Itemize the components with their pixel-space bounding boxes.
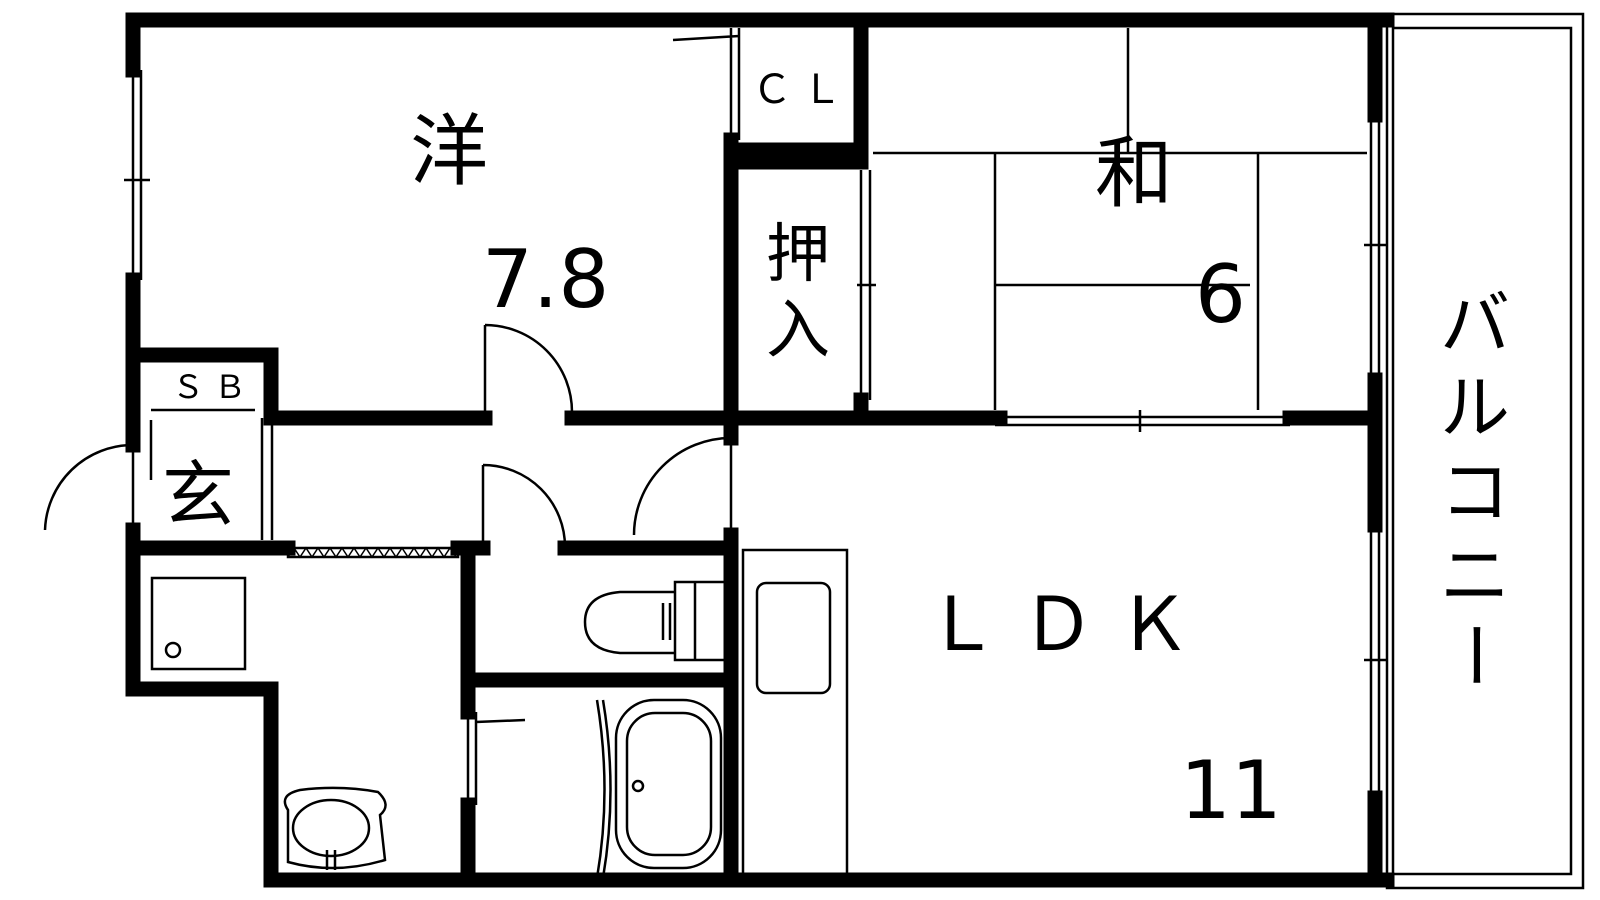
kitchen-counter [741, 548, 849, 880]
bathtub-inner [625, 711, 713, 857]
toilet-seat-line [661, 603, 672, 640]
tatami-lines [873, 28, 1367, 410]
wall-sb [125, 347, 279, 426]
wall-left-lower [125, 681, 279, 888]
toilet-tank [673, 580, 727, 662]
western-room-label: 洋 [410, 107, 488, 197]
western-room-window [124, 70, 150, 280]
western-room-size: 7.8 [482, 233, 609, 326]
ldk-label: ＬＤＫ [925, 582, 1213, 668]
oshiire-label-top: 押 [766, 218, 830, 292]
japanese-room-sliding-door [995, 410, 1290, 432]
balcony-char: コ [1440, 451, 1510, 533]
oshiire-label-bottom: 入 [766, 294, 830, 368]
balcony-char: ル [1440, 367, 1510, 449]
bath-door [466, 712, 526, 805]
balcony-label: バ ル コ ニ ー [1433, 283, 1515, 690]
bath-curtain [595, 699, 612, 879]
walls [125, 12, 1395, 888]
entrance-step [149, 408, 274, 540]
toilet-bowl [583, 590, 675, 655]
washing-machine [150, 576, 247, 671]
balcony-char: ー [1433, 620, 1515, 690]
entrance-door [43, 443, 135, 531]
shoebox-label: ＳＢ [172, 368, 256, 406]
bathtub [614, 698, 723, 870]
thin-lines [43, 12, 1585, 890]
kitchen-sink [755, 581, 832, 695]
oshiire-door [857, 170, 876, 400]
ldk-size: 11 [1180, 744, 1282, 837]
washbasin-bowl [291, 798, 371, 858]
closet-door [672, 28, 741, 140]
balcony-inner [1391, 26, 1573, 876]
entrance-label: 玄 [162, 453, 234, 537]
japanese-room-label: 和 [1095, 129, 1173, 219]
closet-label: ＣＬ [752, 67, 852, 113]
balcony-char: バ [1440, 283, 1510, 365]
ldk-door [632, 436, 733, 536]
ldk-window [1364, 525, 1386, 798]
western-room-door [483, 323, 574, 425]
balcony-outline [1385, 12, 1585, 890]
japanese-room-size: 6 [1195, 248, 1246, 341]
japanese-room-window [1364, 115, 1386, 380]
washbasin [283, 786, 387, 870]
wall-oshiire [731, 20, 869, 426]
floor-grate-zigzag [287, 546, 457, 559]
balcony-char: ニ [1440, 535, 1510, 617]
washing-machine-drain [164, 641, 182, 659]
toilet-door [481, 463, 567, 548]
bathtub-drain [631, 779, 645, 793]
washbasin-tap [325, 850, 337, 870]
